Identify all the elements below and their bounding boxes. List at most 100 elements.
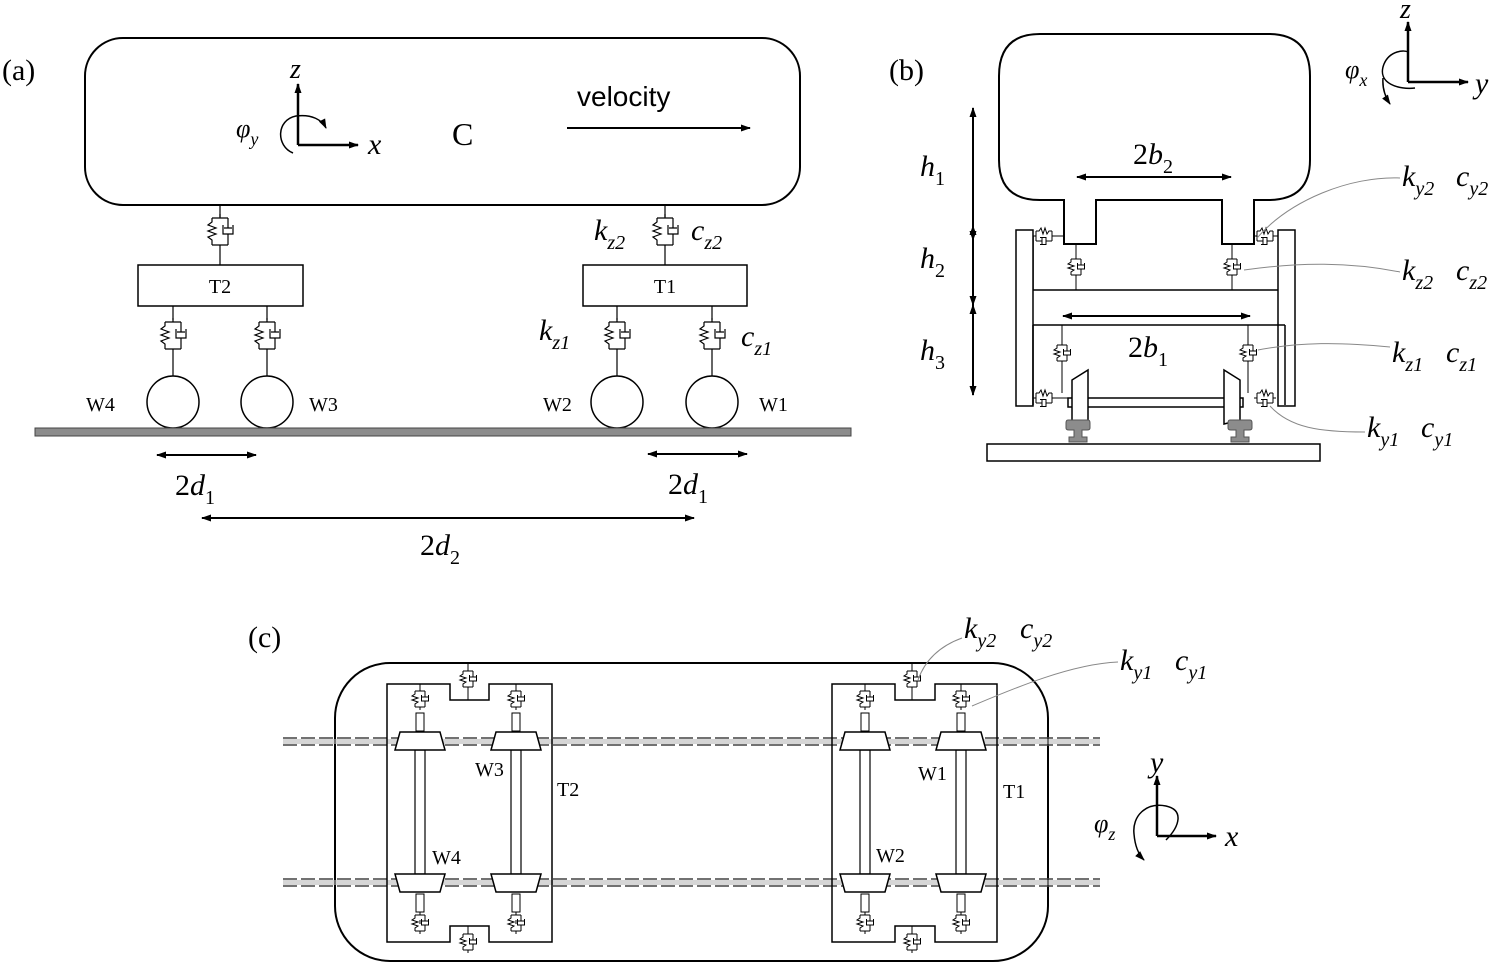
bogie-side-right xyxy=(1277,229,1296,407)
velocity-label: velocity xyxy=(577,81,670,112)
axes-frame-c xyxy=(1133,775,1217,861)
bogie-t1-label-c: T1 xyxy=(1003,781,1025,803)
secondary-suspension-rear xyxy=(207,213,234,250)
axis-z-label-b: z xyxy=(1399,0,1411,25)
bogie-t2-label: T2 xyxy=(209,276,231,298)
bogie-t1-plan xyxy=(831,683,998,943)
bogie-side-left xyxy=(1015,229,1034,407)
bogie-t1 xyxy=(582,264,748,307)
wheel-w1 xyxy=(685,375,739,429)
leader-kz2 xyxy=(1243,263,1401,273)
cz2-label-b: cz2 xyxy=(1456,254,1487,294)
kz2-label-b: kz2 xyxy=(1402,254,1433,294)
secondary-suspension-front xyxy=(652,213,679,250)
wheelset-w4-w3-group xyxy=(394,684,542,935)
axle xyxy=(1067,397,1244,408)
wheel-w3-bottom xyxy=(490,873,542,893)
axes-frame-a xyxy=(279,83,359,154)
leader-ky1 xyxy=(1269,405,1366,433)
bogie-t2-plan xyxy=(386,683,553,943)
track xyxy=(34,427,852,437)
wheel-left-profile xyxy=(1071,368,1089,425)
axis-y-label-b: y xyxy=(1472,67,1489,100)
h2-label: h2 xyxy=(920,242,945,282)
h1-label: h1 xyxy=(920,150,945,190)
dim-2d1-front-label: 2d1 xyxy=(668,468,708,508)
cy2-label-b: cy2 xyxy=(1456,160,1488,200)
cz1-label-a: cz1 xyxy=(741,320,772,360)
axes-frame-b xyxy=(1382,21,1469,104)
ky1-label-b: ky1 xyxy=(1367,411,1399,451)
axis-z-label: z xyxy=(289,54,301,85)
leader-ky2-c xyxy=(917,637,963,681)
wheel-w1-top xyxy=(935,731,987,751)
rotation-yaw-label: φz xyxy=(1094,809,1115,844)
wheel-w4 xyxy=(146,375,200,429)
bogie-t2 xyxy=(137,264,304,307)
wheel-w2-bottom xyxy=(839,873,891,893)
bogie-t2-label-c: T2 xyxy=(557,779,579,801)
rail-left xyxy=(1065,419,1091,443)
wheel-w2-top xyxy=(839,731,891,751)
rotation-roll-label: φx xyxy=(1345,55,1367,90)
wheel-w3-label-c: W3 xyxy=(475,759,504,781)
wheel-w2 xyxy=(590,375,644,429)
car-label: C xyxy=(452,116,473,152)
wheel-w1-label: W1 xyxy=(759,394,788,416)
cz2-label-a: cz2 xyxy=(691,214,722,254)
axle-w3 xyxy=(510,749,522,875)
rotation-arrow-icon xyxy=(1382,50,1416,104)
car-body xyxy=(84,37,801,206)
leader-kz1 xyxy=(1257,343,1391,351)
ky2-label-c: ky2 xyxy=(964,612,996,652)
wheel-w4-bottom xyxy=(394,873,446,893)
kz1-label-b: kz1 xyxy=(1392,336,1423,376)
wheel-w4-top xyxy=(394,731,446,751)
axis-y-label-c: y xyxy=(1147,746,1164,779)
rotation-arrow-icon xyxy=(279,114,327,154)
axis-x-label-c: x xyxy=(1224,820,1239,853)
wheel-w4-label-c: W4 xyxy=(432,847,461,869)
primary-suspensions xyxy=(160,306,726,376)
panel-c-label: (c) xyxy=(248,621,281,654)
axle-w2 xyxy=(859,749,871,875)
wheel-w2-label-c: W2 xyxy=(876,845,905,867)
axis-x-label: x xyxy=(367,128,382,161)
wheel-w1-bottom xyxy=(935,873,987,893)
ky2-label-b: ky2 xyxy=(1402,160,1434,200)
axle-w1 xyxy=(955,749,967,875)
ground-base xyxy=(986,443,1321,462)
leader-ky2 xyxy=(1256,177,1401,239)
car-body-plan xyxy=(334,662,1049,962)
rotation-pitch-label: φy xyxy=(236,114,258,149)
wheel-w3-top xyxy=(490,731,542,751)
wheel-w3 xyxy=(240,375,294,429)
bogie-t1-label: T1 xyxy=(654,276,676,298)
bogie-frame-lower xyxy=(1032,324,1286,405)
cz1-label-b: cz1 xyxy=(1446,336,1477,376)
kz2-label-a: kz2 xyxy=(594,214,625,254)
rails-plan xyxy=(283,737,1100,887)
panel-a: (a) z x φy C velocity T2 T1 xyxy=(2,37,852,569)
ky1-label-c: ky1 xyxy=(1120,644,1152,684)
wheel-w1-label-c: W1 xyxy=(918,763,947,785)
car-body-section xyxy=(998,33,1311,245)
h3-label: h3 xyxy=(920,334,945,374)
dim-2d2-label: 2d2 xyxy=(420,529,460,569)
wheel-w2-label: W2 xyxy=(543,394,572,416)
wheel-right-profile xyxy=(1223,368,1241,425)
dim-2b1-label: 2b1 xyxy=(1128,331,1168,371)
panel-c: (c) xyxy=(248,612,1239,962)
dim-2d1-rear-label: 2d1 xyxy=(175,469,215,509)
panel-a-label: (a) xyxy=(2,54,35,87)
wheel-w4-label: W4 xyxy=(86,394,115,416)
rail-right xyxy=(1227,419,1253,443)
leader-ky1-c xyxy=(971,661,1119,707)
panel-b-label: (b) xyxy=(889,54,924,87)
wheelset-w2-w1-group xyxy=(839,684,987,935)
wheel-w3-label: W3 xyxy=(309,394,338,416)
cy1-label-b: cy1 xyxy=(1421,411,1453,451)
dim-2b2-label: 2b2 xyxy=(1133,138,1173,178)
axle-w4 xyxy=(414,749,426,875)
